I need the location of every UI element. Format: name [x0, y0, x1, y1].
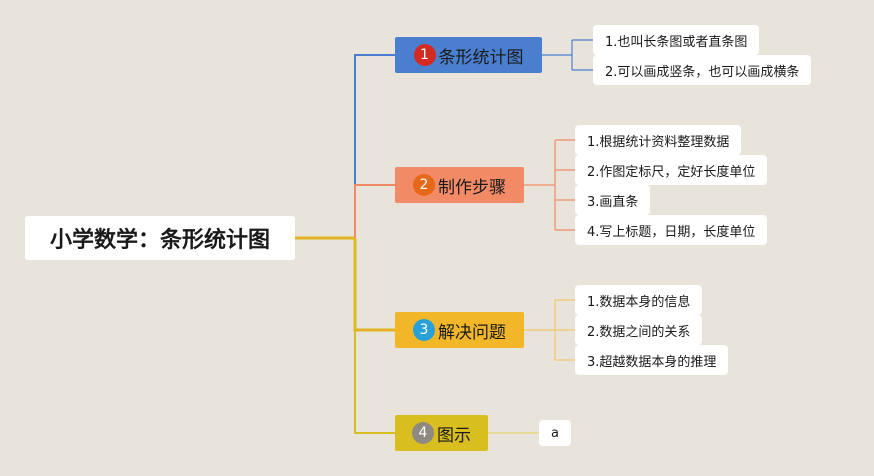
- leaf-label: 1.根据统计资料整理数据: [587, 134, 730, 150]
- leaf-label: a: [551, 425, 559, 441]
- number-1-badge: 1: [413, 44, 436, 66]
- branch-label: 制作步骤: [438, 177, 506, 198]
- leaf-label: 2.作图定标尺，定好长度单位: [587, 164, 756, 180]
- leaf-item[interactable]: 3.画直条: [575, 185, 651, 215]
- leaf-item[interactable]: 3.超越数据本身的推理: [575, 345, 729, 375]
- leaf-item[interactable]: 2.可以画成竖条，也可以画成横条: [593, 55, 812, 85]
- leaf-label: 2.数据之间的关系: [587, 324, 691, 340]
- leaf-item[interactable]: a: [539, 420, 571, 446]
- number-4-badge: 4: [412, 422, 434, 444]
- root-node[interactable]: 小学数学：条形统计图: [25, 216, 295, 260]
- leaf-item[interactable]: 2.作图定标尺，定好长度单位: [575, 155, 768, 185]
- leaf-item[interactable]: 1.根据统计资料整理数据: [575, 125, 742, 155]
- branch-node-solve-problems[interactable]: 3 解决问题: [395, 312, 524, 348]
- branch-label: 解决问题: [438, 322, 506, 343]
- number-3-badge: 3: [413, 319, 435, 341]
- branch-node-illustration[interactable]: 4 图示: [395, 415, 488, 451]
- leaf-item[interactable]: 2.数据之间的关系: [575, 315, 703, 345]
- leaf-label: 1.数据本身的信息: [587, 294, 691, 310]
- leaf-item[interactable]: 1.也叫长条图或者直条图: [593, 25, 760, 55]
- leaf-label: 3.超越数据本身的推理: [587, 354, 717, 370]
- leaf-label: 4.写上标题，日期，长度单位: [587, 224, 756, 240]
- root-title: 小学数学：条形统计图: [49, 228, 270, 253]
- branch-node-bar-chart[interactable]: 1 条形统计图: [395, 37, 542, 73]
- number-2-badge: 2: [413, 174, 435, 196]
- branch-node-steps[interactable]: 2 制作步骤: [395, 167, 524, 203]
- leaf-label: 1.也叫长条图或者直条图: [605, 34, 748, 50]
- branch-label: 图示: [437, 425, 471, 446]
- leaf-item[interactable]: 1.数据本身的信息: [575, 285, 703, 315]
- leaf-item[interactable]: 4.写上标题，日期，长度单位: [575, 215, 768, 245]
- leaf-label: 3.画直条: [587, 194, 639, 210]
- leaf-label: 2.可以画成竖条，也可以画成横条: [605, 64, 800, 80]
- branch-label: 条形统计图: [438, 47, 524, 68]
